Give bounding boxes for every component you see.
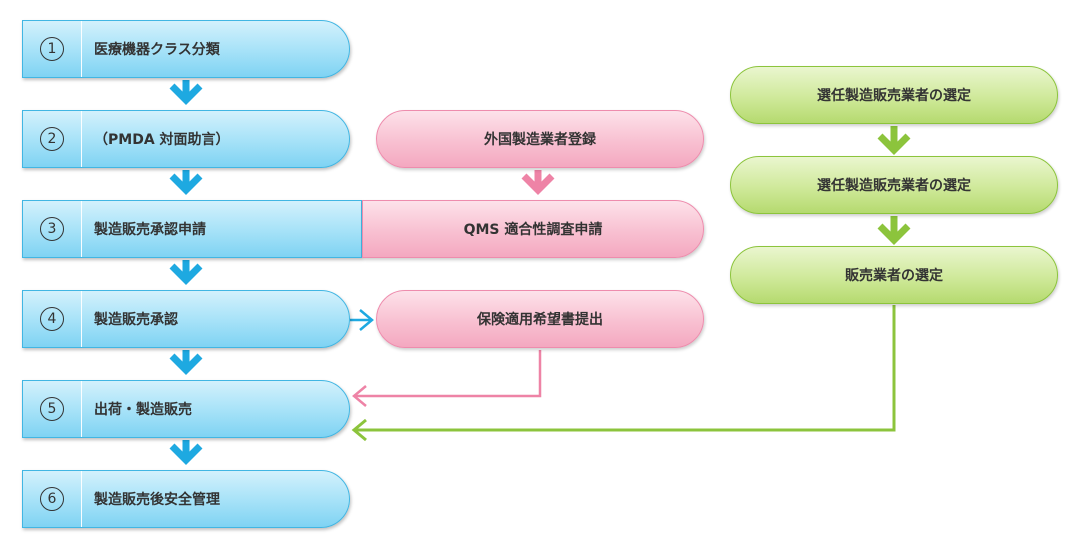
blue-arrow-4-5 [169,350,203,375]
step-label: 医療機器クラス分類 [94,42,220,58]
step-label: 製造販売承認申請 [94,222,206,238]
step-number: 1 [40,37,64,61]
step-number: 2 [40,127,64,151]
blue-arrow-3-4 [169,260,203,285]
pink-arrow-foreign-to-qms [521,170,555,195]
green-arrow-2-3 [877,216,911,245]
green-box-2[interactable]: 選任製造販売業者の選定 [730,156,1058,214]
insurance-application-box[interactable]: 保険適用希望書提出 [376,290,704,348]
foreign-manufacturer-registration-box[interactable]: 外国製造業者登録 [376,110,704,168]
step-number-cell: 3 [23,201,82,257]
qms-inspection-application-box[interactable]: QMS 適合性調査申請 [362,200,704,258]
green-box-1[interactable]: 選任製造販売業者の選定 [730,66,1058,124]
step-1-box[interactable]: 1 医療機器クラス分類 [22,20,350,78]
blue-arrow-4-to-insurance [350,309,374,331]
step-number: 3 [40,217,64,241]
green-arrow-1-2 [877,126,911,155]
step-label: 製造販売後安全管理 [94,492,220,508]
box-label: QMS 適合性調査申請 [463,222,603,238]
step-5-box[interactable]: 5 出荷・製造販売 [22,380,350,438]
step-6-box[interactable]: 6 製造販売後安全管理 [22,470,350,528]
step-number: 6 [40,487,64,511]
step-number-cell: 1 [23,21,82,77]
step-number-cell: 5 [23,381,82,437]
green-box-3[interactable]: 販売業者の選定 [730,246,1058,304]
blue-arrow-5-6 [169,440,203,465]
step-3-box[interactable]: 3 製造販売承認申請 [22,200,362,258]
green-arrow-3-to-5 [351,305,896,442]
step-number-cell: 6 [23,471,82,527]
step-label: （PMDA 対面助言） [94,132,230,148]
pink-arrow-insurance-to-5 [352,350,542,407]
step-label: 出荷・製造販売 [94,402,192,418]
step-2-box[interactable]: 2 （PMDA 対面助言） [22,110,350,168]
step-number-cell: 4 [23,291,82,347]
blue-arrow-2-3 [169,170,203,195]
step-4-box[interactable]: 4 製造販売承認 [22,290,350,348]
box-label: 保険適用希望書提出 [477,312,603,328]
step-number: 4 [40,307,64,331]
step-number-cell: 2 [23,111,82,167]
box-label: 外国製造業者登録 [484,132,596,148]
box-label: 選任製造販売業者の選定 [817,88,971,104]
box-label: 販売業者の選定 [845,268,943,284]
blue-arrow-1-2 [169,80,203,105]
step-number: 5 [40,397,64,421]
box-label: 選任製造販売業者の選定 [817,178,971,194]
step-label: 製造販売承認 [94,312,178,328]
